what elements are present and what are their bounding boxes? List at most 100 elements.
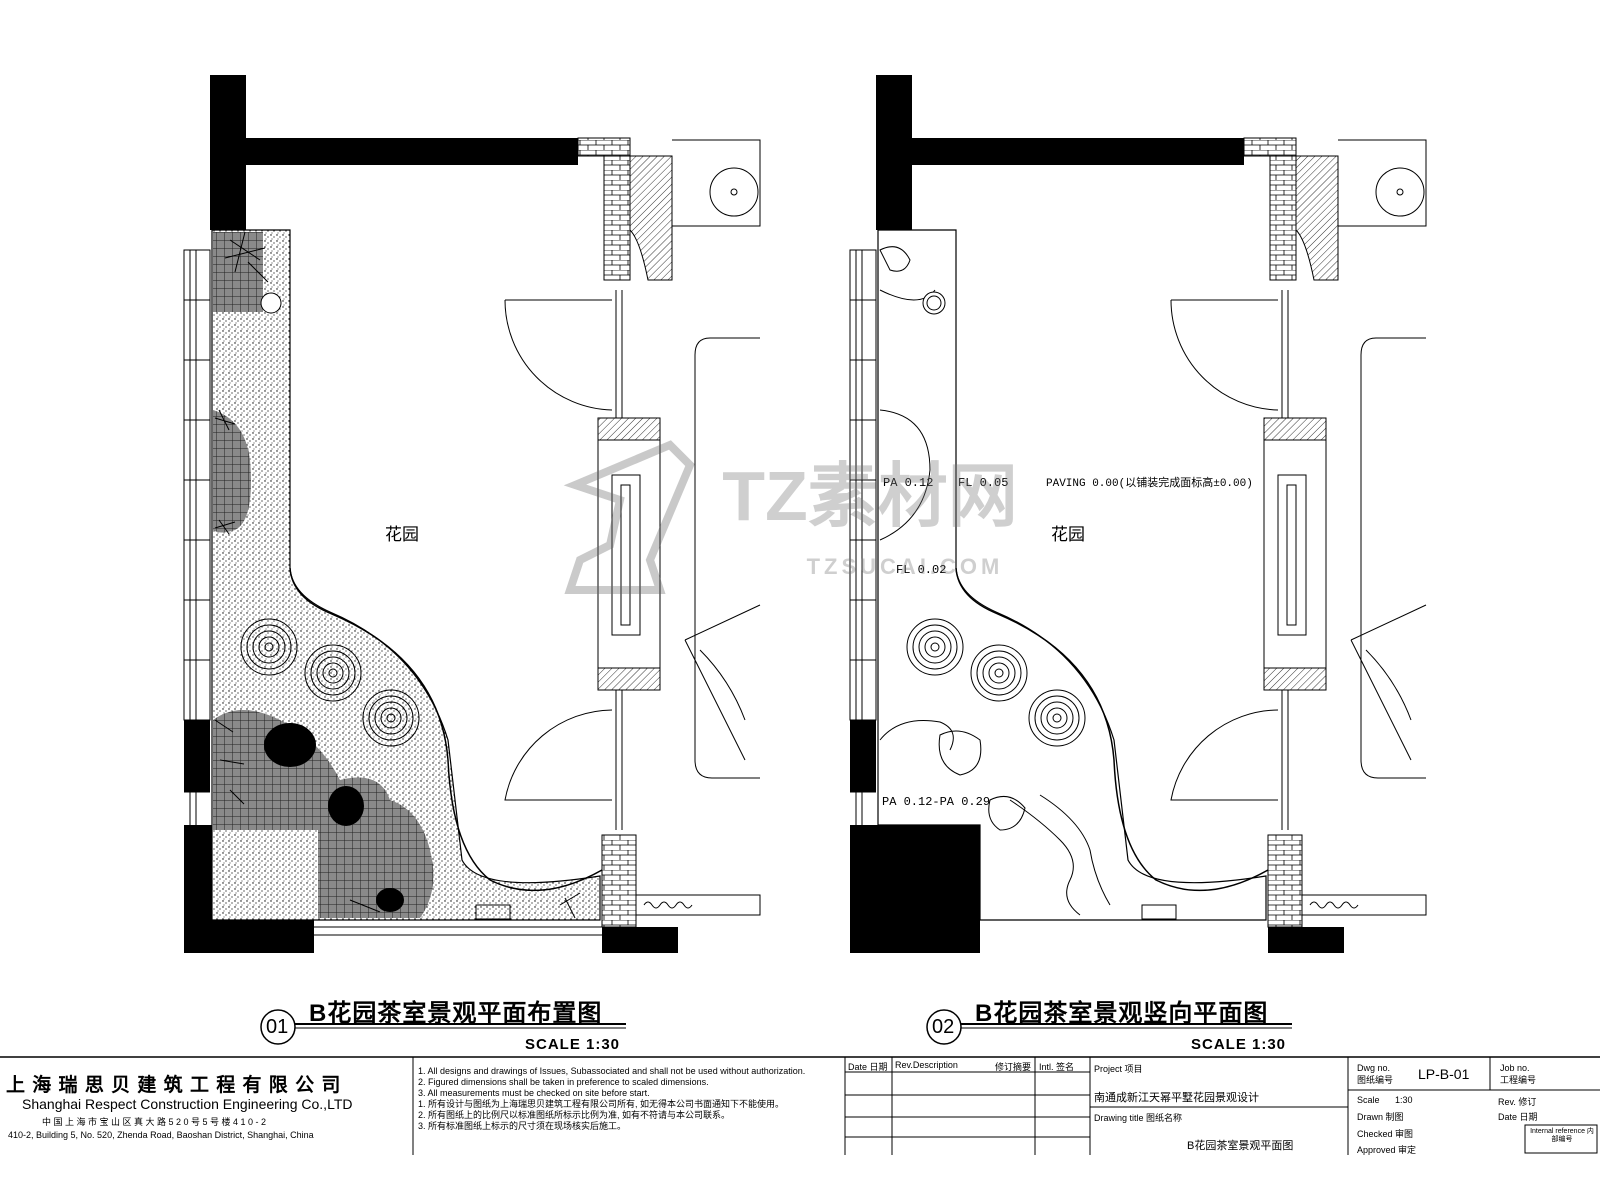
approved-label: Approved 审定 bbox=[1357, 1145, 1417, 1155]
company-address-cn: 中 国 上 海 市 宝 山 区 真 大 路 5 2 0 号 5 号 楼 4 1 … bbox=[42, 1117, 267, 1127]
radiator-r bbox=[1301, 894, 1427, 916]
rock-outline-1 bbox=[938, 730, 982, 776]
window-frame-left bbox=[183, 249, 211, 721]
brick-pillar-top bbox=[577, 137, 631, 157]
lantern-r-inner bbox=[926, 295, 942, 311]
drawing-title-right: B花园茶室景观竖向平面图 bbox=[975, 1000, 1269, 1027]
room-label-left: 花园 bbox=[385, 525, 419, 544]
basin bbox=[709, 167, 759, 217]
drawing-scale-left: SCALE 1:30 bbox=[525, 1036, 621, 1053]
drawing-number-circle-2 bbox=[926, 1009, 962, 1045]
wall-left-vertical-r bbox=[876, 75, 912, 230]
basin-drain-r bbox=[1396, 188, 1404, 196]
drawing-title-left: B花园茶室景观平面布置图 bbox=[309, 1000, 603, 1027]
company-name-en: Shanghai Respect Construction Engineerin… bbox=[22, 1096, 353, 1112]
stream bbox=[1009, 794, 1111, 916]
note-3: 3. All measurements must be checked on s… bbox=[418, 1088, 650, 1098]
rev-label: Rev. 修订 bbox=[1498, 1097, 1537, 1107]
title-block bbox=[0, 1056, 1600, 1155]
hatched-wall-r bbox=[1295, 155, 1339, 281]
note-6: 3. 所有标准图纸上标示的尺寸须在现场核实后施工。 bbox=[418, 1121, 627, 1131]
watermark: TZ素材网 TZSUCAI.COM bbox=[563, 440, 1018, 594]
garden-path-curve-r bbox=[955, 567, 1269, 892]
wall-left-lower-r bbox=[850, 720, 876, 792]
watermark-logo-icon bbox=[563, 440, 695, 594]
rev-initial-header: Intl. 签名 bbox=[1039, 1062, 1075, 1072]
drawing-number-right: 02 bbox=[932, 1016, 955, 1038]
lawn-shape-1 bbox=[879, 246, 911, 272]
tea-table-slot-r bbox=[1286, 484, 1297, 626]
lantern-r bbox=[922, 291, 946, 315]
room-outline bbox=[694, 337, 760, 779]
radiator bbox=[635, 894, 761, 916]
rock-1 bbox=[264, 723, 316, 767]
rock-outline-2 bbox=[988, 795, 1026, 831]
brick-pillar-bottom bbox=[601, 834, 637, 928]
caption-right bbox=[926, 1009, 1292, 1045]
sofa bbox=[684, 604, 761, 761]
tea-table-cap-top-r bbox=[1263, 417, 1327, 441]
wall-bottom-right-r bbox=[1268, 927, 1344, 953]
radiator-coil-r bbox=[1309, 901, 1359, 909]
note-5: 2. 所有图纸上的比例尺以标准图纸所标示比例为准, 如有不符请与本公司联系。 bbox=[418, 1110, 731, 1120]
scale-label: Scale bbox=[1357, 1095, 1380, 1105]
wall-top bbox=[246, 138, 578, 165]
dwg-no-label: Dwg no. 图纸编号 bbox=[1357, 1063, 1394, 1085]
planting-bed-mid bbox=[213, 410, 251, 533]
company-name-cn: 上 海 瑞 思 贝 建 筑 工 程 有 限 公 司 bbox=[6, 1075, 342, 1096]
tea-table-inner-r bbox=[1277, 474, 1307, 636]
wash-area-r bbox=[1338, 139, 1427, 227]
sill-bottom bbox=[262, 926, 602, 936]
window-mullions-r bbox=[850, 250, 876, 825]
door-swing-bottom-r bbox=[1170, 709, 1279, 801]
tea-table-slot bbox=[620, 484, 631, 626]
rev-cn-header: 修订摘要 bbox=[995, 1062, 1032, 1072]
internal-reference-stamp: Internal reference 内部编号 bbox=[1530, 1128, 1594, 1143]
garden-path-curve bbox=[289, 567, 603, 892]
watermark-url: TZSUCAI.COM bbox=[807, 554, 1004, 579]
checked-label: Checked 审图 bbox=[1357, 1129, 1414, 1139]
wall-left-vertical bbox=[210, 75, 246, 230]
general-notes: 1. All designs and drawings of Issues, S… bbox=[418, 1066, 838, 1132]
caption-left bbox=[260, 1009, 626, 1045]
basin-drain bbox=[730, 188, 738, 196]
planting-bed-bottom bbox=[213, 710, 434, 918]
basin-r bbox=[1375, 167, 1425, 217]
stepping-slab bbox=[475, 904, 511, 920]
level-pa-top: PA 0.12 bbox=[883, 476, 933, 490]
tea-table-inner bbox=[611, 474, 641, 636]
tea-table-cap-bottom bbox=[597, 667, 661, 691]
wash-area bbox=[672, 139, 761, 227]
brick-pillar-top-r bbox=[1243, 137, 1297, 157]
note-2: 2. Figured dimensions shall be taken in … bbox=[418, 1077, 709, 1087]
level-pa-range: PA 0.12-PA 0.29 bbox=[882, 795, 990, 809]
door-swing-bottom bbox=[504, 709, 613, 801]
plan-right: 花园 PA 0.12 FL 0.05 PAVING 0.00(以铺装完成面标高±… bbox=[849, 75, 1427, 953]
wall-left-lower bbox=[184, 720, 210, 792]
project-label: Project 项目 bbox=[1094, 1064, 1143, 1074]
garden-outline-r bbox=[877, 229, 1267, 921]
room-outline-r bbox=[1360, 337, 1426, 779]
rock-2 bbox=[328, 786, 364, 826]
rev-date-header: Date 日期 bbox=[848, 1062, 888, 1072]
note-1: 1. All designs and drawings of Issues, S… bbox=[418, 1066, 806, 1076]
drawn-label: Drawn 制图 bbox=[1357, 1112, 1404, 1122]
room-label-right: 花园 bbox=[1051, 525, 1085, 544]
level-fl-top: FL 0.05 bbox=[958, 476, 1008, 490]
drawing-title-value: B花园茶室景观平面图 bbox=[1187, 1140, 1294, 1152]
window-frame-left-r bbox=[849, 249, 877, 721]
plan-left: 花园 bbox=[183, 75, 761, 953]
project-name: 南通成新江天幂平墅花园景观设计 bbox=[1094, 1092, 1259, 1104]
lawn-shape-3 bbox=[879, 719, 954, 751]
dwg-no-value: LP-B-01 bbox=[1418, 1066, 1470, 1082]
drawing-scale-right: SCALE 1:30 bbox=[1191, 1036, 1287, 1053]
wall-bottom-left-r bbox=[850, 825, 980, 953]
wall-bottom-right bbox=[602, 927, 678, 953]
hatched-wall bbox=[629, 155, 673, 281]
brick-pillar bbox=[603, 155, 631, 281]
rev-description-header: Rev.Description bbox=[895, 1060, 958, 1070]
planting-bed-top bbox=[213, 232, 263, 312]
tea-table-cap-bottom-r bbox=[1263, 667, 1327, 691]
company-address-en: 410-2, Building 5, No. 520, Zhenda Road,… bbox=[8, 1130, 314, 1140]
